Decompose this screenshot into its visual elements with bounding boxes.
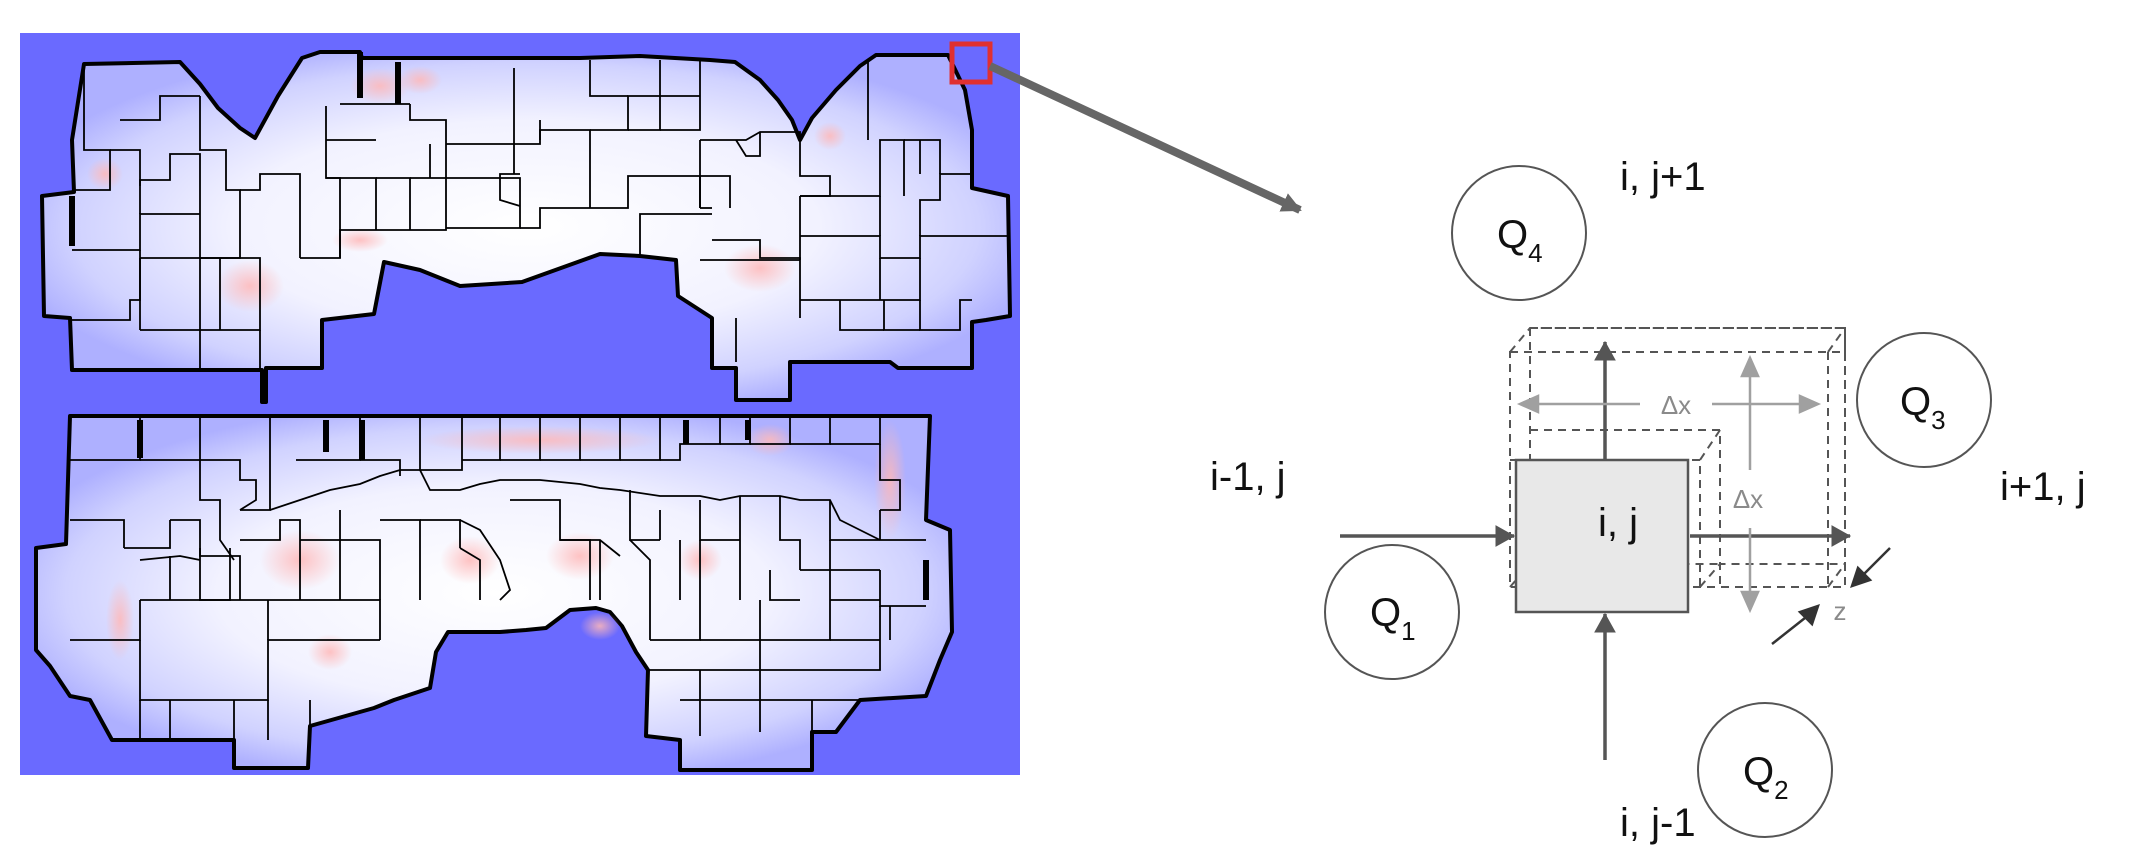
depth-arrows	[1771, 547, 1891, 645]
center-cell	[1514, 458, 1690, 614]
floor-plan-panel	[20, 33, 1020, 775]
zoom-arrow	[988, 62, 1302, 214]
flux-arrows	[1340, 341, 1851, 760]
heat-source-q4: Q4	[1451, 165, 1587, 301]
dx-horizontal-label: Δx	[1661, 390, 1691, 420]
dashed-volume	[1509, 327, 1846, 588]
heat-source-q3: Q3	[1856, 332, 1992, 468]
svg-text:Q1: Q1	[1370, 591, 1416, 646]
heat-source-q2: Q2	[1697, 702, 1833, 838]
lower-interior-walls	[70, 416, 926, 740]
lower-building	[34, 414, 954, 772]
neighbor-top-label: i, j+1	[1620, 155, 1706, 199]
center-cell-label: i, j	[1598, 501, 1638, 545]
cell-diagram: i, j Δx Δx	[1210, 155, 2086, 845]
highlight-box	[949, 41, 993, 85]
neighbor-right-label: i+1, j	[2000, 465, 2086, 509]
heat-source-q1: Q1	[1324, 544, 1460, 680]
svg-text:Q4: Q4	[1497, 213, 1543, 268]
dx-vertical-label: Δx	[1733, 484, 1763, 514]
neighbor-left-label: i-1, j	[1210, 455, 1286, 499]
thick-walls	[69, 52, 929, 600]
dimension-arrows	[1516, 354, 1822, 614]
upper-building	[40, 50, 1012, 404]
svg-text:Q3: Q3	[1900, 380, 1946, 435]
upper-interior-walls	[72, 60, 1008, 370]
neighbor-bottom-label: i, j-1	[1620, 801, 1696, 845]
depth-label: z	[1834, 596, 1847, 626]
svg-text:Q2: Q2	[1743, 750, 1789, 805]
